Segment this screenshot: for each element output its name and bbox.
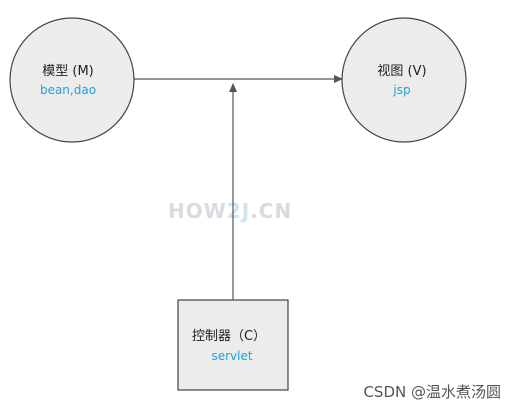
view-node-subtitle: jsp: [392, 83, 410, 97]
model-node-circle: [9, 17, 135, 143]
watermark: HOW2J.CN: [168, 199, 292, 223]
watermark-text-cn: .CN: [250, 199, 292, 223]
model-node-subtitle: bean,dao: [40, 83, 96, 97]
controller-node-subtitle: servlet: [211, 349, 252, 363]
view-node-circle: [341, 17, 467, 143]
model-node: 模型 (M) bean,dao: [9, 17, 135, 143]
controller-node: 控制器（C） servlet: [177, 299, 289, 391]
view-node: 视图 (V) jsp: [341, 17, 467, 143]
controller-node-title: 控制器（C）: [192, 329, 266, 344]
watermark-text-2j: 2J: [227, 199, 250, 223]
watermark-text-how: HOW: [168, 199, 227, 223]
controller-node-box: [177, 299, 289, 391]
model-node-title: 模型 (M): [42, 64, 94, 79]
view-node-title: 视图 (V): [377, 64, 426, 79]
csdn-credit: CSDN @温水煮汤圆: [363, 383, 501, 401]
svg-text:HOW2J.CN: HOW2J.CN: [168, 199, 292, 223]
